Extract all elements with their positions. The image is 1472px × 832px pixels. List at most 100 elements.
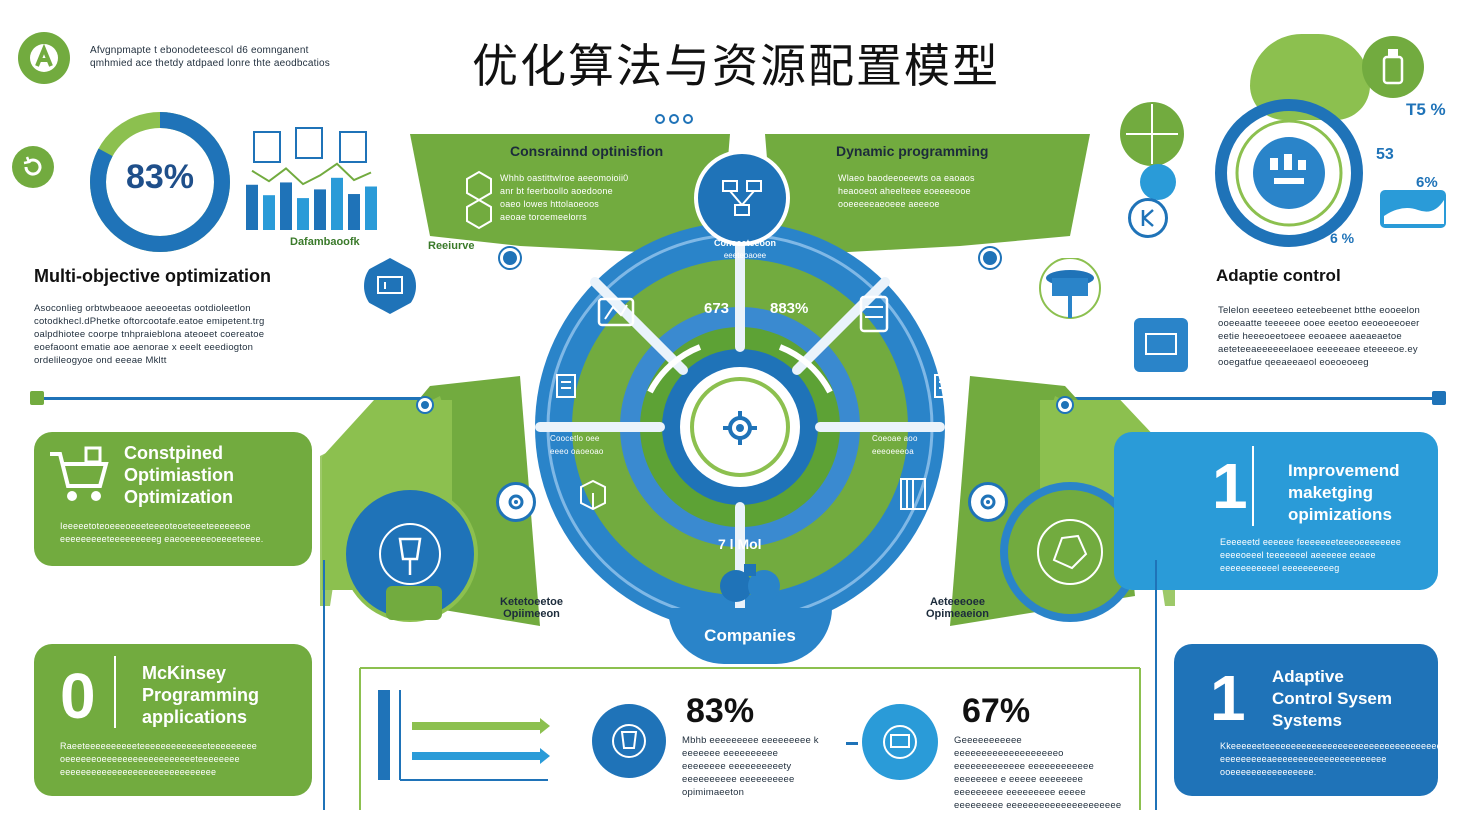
document-list-icon [546,366,586,406]
adaptive-card-body: Kkeeeeeeteeeeeeeeeeeeeeeeeeeeeeeeeeeeeee… [1220,741,1445,777]
central-gear-icon [720,408,760,448]
center-top-label: Conceeteeoon [713,238,776,248]
arrow-bar-chart [372,688,552,784]
stat-left-body: Mbhb eeeeeeeee eeeeeeeee k eeeeeee eeeee… [682,735,819,798]
stat-dash [846,742,858,745]
stat-left-value: 83% [686,692,755,730]
adaptive-pct-b: 53 [1376,146,1394,163]
diagram-board-icon [588,286,644,342]
box-package-icon [568,468,618,518]
constrained-card-heading: Constpined Optimiastion Optimization [124,443,235,507]
network-node-icon [694,150,790,246]
companies-connector-icon [714,564,786,613]
mini-bar [263,195,275,230]
mini-monitor-icon [295,127,323,159]
hexagon-chain-icon [462,170,496,235]
mini-bar [280,182,292,230]
center-left-pct: 673 [704,300,730,317]
wave-panel-icon [1378,186,1448,232]
square-screen-icon [1134,318,1188,372]
adaptive-card-digit: 1 [1210,662,1246,734]
logo-icon [18,32,70,84]
center-bottom-text: 7 l Mol [718,536,762,552]
node-right-mid [1058,398,1072,412]
dynamic-body: Wlaeo baodeeoeewts oa eaoaos heaooeot ah… [838,173,975,209]
mini-bar [331,177,343,230]
node-dynamic [980,248,1000,268]
node-recourse [500,248,520,268]
adaptive-body: Telelon eeeeteeo eeteebeenet btthe eooee… [1218,305,1420,368]
center-right-small: Coeoae aoo eeeoeeeoa [872,434,918,456]
right-gear-icon [968,482,1008,522]
adaptive-ring [1214,98,1364,248]
mckinsey-digit: 0 [60,660,96,732]
companies-badge: Companies [668,608,832,664]
mini-bar [348,194,360,230]
bottom-frame-lines [320,560,1160,832]
page-title: 优化算法与资源配置模型 [472,39,1000,93]
decor-dots [654,112,704,130]
left-connector-line [44,397,424,400]
adaptive-pct-a: T5 % [1406,100,1446,119]
stat-right-value: 67% [962,692,1031,730]
mini-bar-chart [244,124,384,234]
mini-bar [314,189,326,230]
donut-value: 83% [125,158,195,196]
report-icon [924,366,964,406]
recourse-label: Reeiurve [428,240,475,252]
stat-left-icon [592,704,666,778]
mini-bar [246,184,258,230]
donut-83: 83% [88,110,232,254]
improvement-digit: 1 [1212,450,1248,522]
hat-device-icon [1030,257,1110,322]
mckinsey-heading: McKinsey Programming applications [142,663,260,727]
right-line-end [1432,391,1446,405]
center-right-pct: 883% [770,300,809,317]
central-wheel [500,212,980,652]
mini-bar [365,186,377,230]
center-left-small: Coocetlo oee eeeo oaoeoao [550,434,604,456]
dynamic-heading: Dynamic programming [836,143,989,159]
server-machine-icon [846,286,902,342]
left-plant-icon [386,586,442,620]
adaptive-pct-c: 6% [1416,174,1438,191]
mckinsey-small-icon [114,656,130,728]
node-left-mid [418,398,432,412]
left-line-start [30,391,44,405]
adaptive-card: 1 Adaptive Control Sysem Systems Kkeeeee… [1174,644,1445,796]
refresh-icon [12,146,54,188]
improvement-heading: Improvemend maketging opimizations [1288,461,1400,524]
companies-label: Companies [704,626,796,645]
constrained-card-body: Ieeeeetoteoeeeoeeeteeeoteoeteeeteeeeeeoe… [60,521,264,544]
improvement-small-icon [1252,446,1272,526]
improvement-body: Eeeeeetd eeeeee feeeeeeeteeeoeeeeeeee ee… [1220,537,1402,573]
mini-monitor-icon [339,131,367,163]
cabinet-icon [888,468,938,518]
multi-objective-body: Asoconlieg orbtwbeaooe aeeoeetas ootdiol… [34,303,265,366]
improvement-card: 1 Improvemend maketging opimizations Eee… [1114,432,1438,590]
intro-text: Afvgnpmapte t ebonodeteescol d6 eomngane… [90,45,330,69]
mini-trend-line [251,162,372,186]
hex-screen-icon [364,258,416,314]
chart-caption: Dafambaoofk [290,236,360,248]
right-connector-line [1064,397,1434,400]
constrained-heading: Consrainnd optinisfion [510,143,664,159]
mini-monitor-icon [253,131,281,163]
mini-bar [297,198,309,230]
constrained-card: Constpined Optimiastion Optimization Iee… [34,432,312,566]
green-globe-cluster [1112,94,1222,204]
stat-right-icon [862,704,938,780]
adaptive-heading: Adaptie control [1216,266,1341,285]
left-gear-icon [496,482,536,522]
optimization-left-label: Ketetoeetoe Opiimeeon [500,596,563,620]
shopping-cart-icon [46,446,110,511]
center-top-sub: eeeteoaoee [723,251,767,260]
adaptive-card-heading: Adaptive Control Sysem Systems [1272,667,1392,730]
constrained-body: Whhb oastittwlroe aeeomoioii0 anr bt fee… [500,173,629,222]
stat-right-body: Geeeeeeeeeee eeeeeeeeeeeeeeeeeeeo eeeeee… [954,735,1122,811]
multi-objective-heading: Multi-objective optimization [34,266,271,286]
adaptive-pct-d: 6 % [1330,230,1355,246]
bottle-icon [1362,36,1424,98]
mckinsey-body: Raeeteeeeeeeeeeteeeeeeeeeeeeeteeeeeeeee … [60,741,257,777]
mckinsey-card: 0 McKinsey Programming applications Raee… [34,644,312,796]
